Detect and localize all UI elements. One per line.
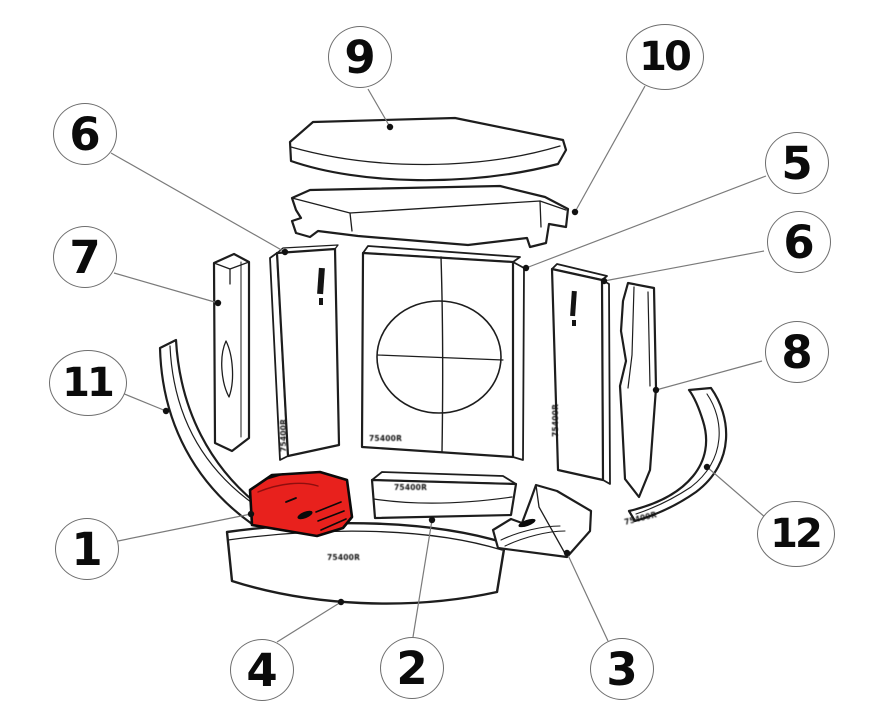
part-number-stamp: 75400R <box>369 434 403 443</box>
callout-4[interactable]: 4 <box>230 639 294 701</box>
callout-6-right[interactable]: 6 <box>767 211 831 273</box>
part-10-upper-plate <box>290 184 570 249</box>
part-4-curved-base <box>225 521 507 605</box>
part-6-right-side-panel <box>550 263 611 485</box>
part-number-stamp: 75400R <box>279 418 288 452</box>
callout-8[interactable]: 8 <box>765 321 829 383</box>
callout-3[interactable]: 3 <box>590 638 654 700</box>
part-7-narrow-brick <box>212 252 251 453</box>
callout-7[interactable]: 7 <box>53 226 117 288</box>
part-number-stamp: 75400R <box>394 483 428 492</box>
callout-1[interactable]: 1 <box>55 518 119 580</box>
part-number-stamp: 75400R <box>327 553 361 562</box>
leader-lines <box>110 85 767 643</box>
part-1-highlighted-brick[interactable] <box>248 470 354 538</box>
callout-6-left[interactable]: 6 <box>53 103 117 165</box>
callout-10[interactable]: 10 <box>626 24 704 90</box>
part-number-stamp: 75400R <box>551 403 560 437</box>
part-3-corner-wedge <box>491 483 593 559</box>
part-12-right-arc-brick <box>627 386 728 523</box>
leader-dots <box>162 123 711 606</box>
part-6-left-side-panel <box>269 244 341 461</box>
callout-9[interactable]: 9 <box>328 26 392 88</box>
part-8-shaped-side-brick <box>618 281 658 499</box>
part-9-top-baffle-plate <box>288 116 568 182</box>
callout-11[interactable]: 11 <box>49 350 127 416</box>
callout-12[interactable]: 12 <box>757 501 835 567</box>
part-5-back-panel <box>360 245 525 461</box>
part-2-front-brick <box>370 471 518 520</box>
callout-5[interactable]: 5 <box>765 132 829 194</box>
callout-2[interactable]: 2 <box>380 637 444 699</box>
